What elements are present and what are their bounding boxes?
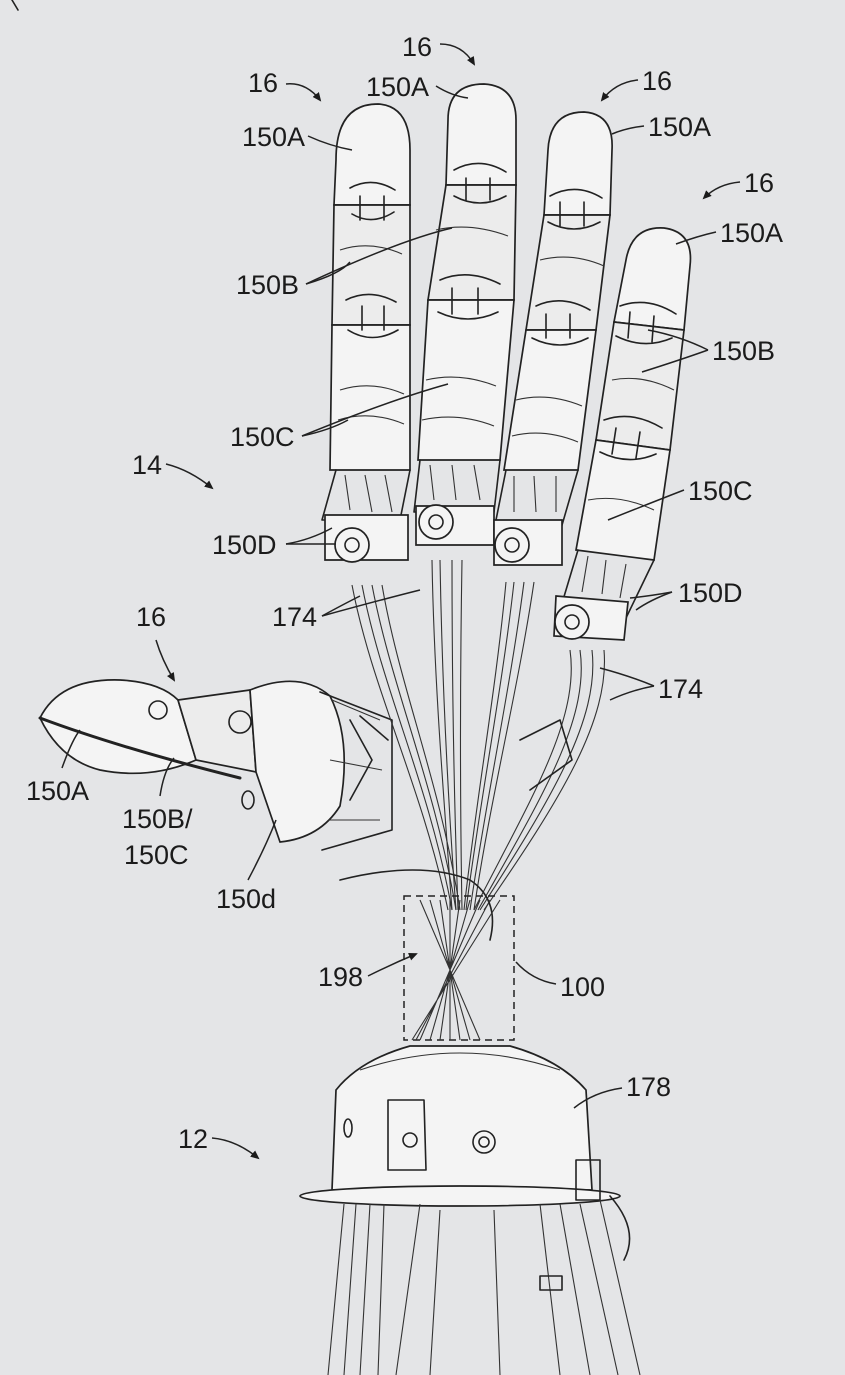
finger-3-tip: [543, 111, 613, 216]
label-finger-1: 16: [248, 68, 278, 98]
label-tendons-right: 174: [658, 674, 703, 704]
label-region: 100: [560, 972, 605, 1002]
leader-lines: [61, 43, 741, 1160]
finger-4: [553, 227, 692, 641]
finger-1: [321, 103, 411, 563]
corner-mark: [11, 0, 19, 11]
region-box: [403, 895, 515, 1041]
label-tip-4: 150A: [720, 218, 783, 248]
label-tip-2: 150A: [366, 72, 429, 102]
label-twist: 198: [318, 962, 363, 992]
label-middle-right: 150B: [712, 336, 775, 366]
label-finger-4: 16: [744, 168, 774, 198]
twist-region: [403, 895, 515, 1041]
label-thumb-tip: 150A: [26, 776, 89, 806]
label-housing: 178: [626, 1072, 671, 1102]
finger-2-proximal: [417, 299, 515, 461]
thumb-base: [249, 680, 346, 843]
housing-body: [331, 1045, 593, 1191]
label-finger-3: 16: [642, 66, 672, 96]
label-tip-1: 150A: [242, 122, 305, 152]
label-base-right: 150D: [678, 578, 743, 608]
finger-4-middle: [595, 321, 685, 451]
finger-3-middle: [525, 214, 611, 331]
label-thumb: 16: [136, 602, 166, 632]
label-base-left: 150D: [212, 530, 277, 560]
label-proximal-right: 150C: [688, 476, 753, 506]
label-hand: 14: [132, 450, 162, 480]
label-finger-2: 16: [402, 32, 432, 62]
finger-3: [493, 111, 613, 566]
reference-labels: 16 16 16 16 16 150A 150A 150A 150A 150B …: [26, 32, 783, 1154]
finger-2: [413, 83, 517, 546]
label-thumb-base: 150d: [216, 884, 276, 914]
finger-1-tip: [333, 103, 411, 206]
tendon-cables: [339, 559, 606, 941]
label-forearm: 12: [178, 1124, 208, 1154]
finger-1-proximal: [329, 324, 411, 471]
finger-2-tip: [445, 83, 517, 186]
label-proximal-left: 150C: [230, 422, 295, 452]
finger-4-tip: [612, 227, 692, 331]
label-thumb-mid-2: 150C: [124, 840, 189, 870]
label-thumb-mid-1: 150B/: [122, 804, 193, 834]
forearm-cables: [327, 1195, 641, 1375]
label-middle-left: 150B: [236, 270, 299, 300]
housing: [299, 1045, 621, 1207]
thumb: [38, 679, 393, 851]
label-tip-3: 150A: [648, 112, 711, 142]
label-tendons-left: 174: [272, 602, 317, 632]
hand-drawing: [11, 0, 692, 1375]
finger-1-middle: [331, 204, 411, 326]
